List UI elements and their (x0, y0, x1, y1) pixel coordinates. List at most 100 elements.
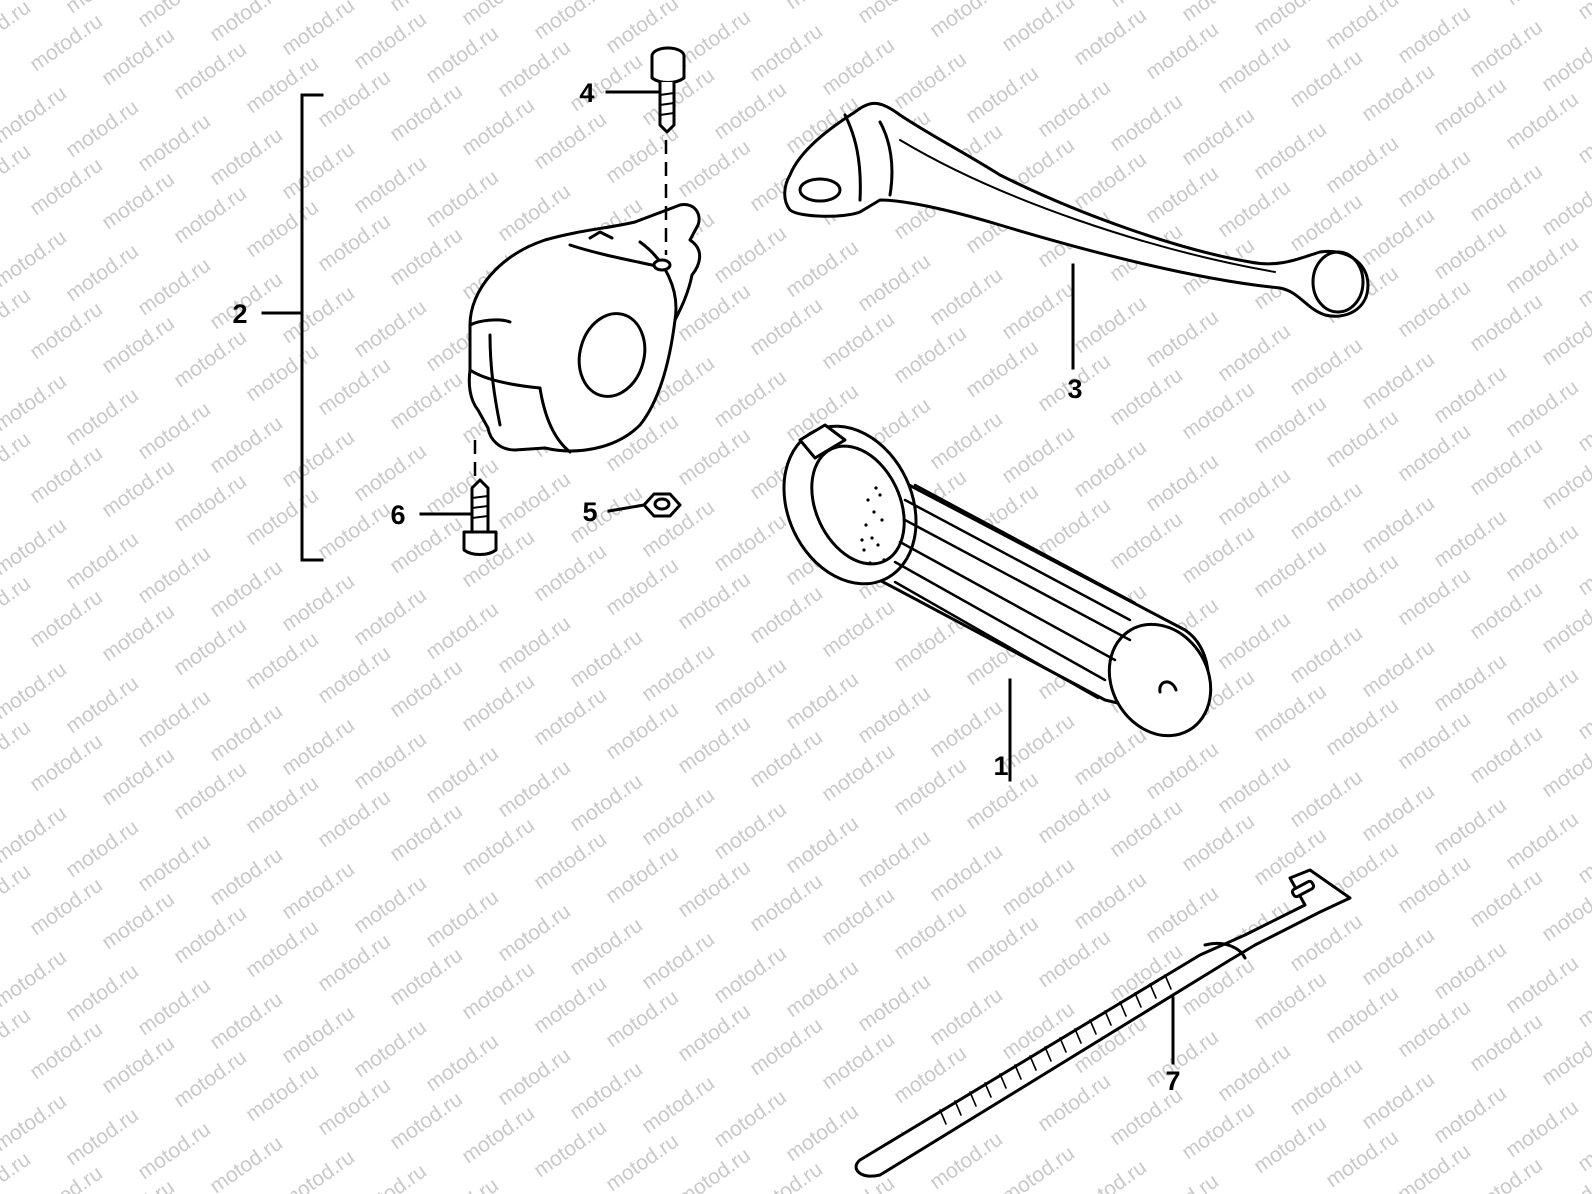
watermark-text: motod.ru (0, 860, 35, 926)
watermark-text: motod.ru (278, 714, 359, 780)
watermark-text: motod.ru (638, 640, 719, 706)
watermark-text: motod.ru (134, 974, 215, 1040)
watermark-text: motod.ru (998, 854, 1079, 920)
watermark-text: motod.ru (1070, 148, 1151, 214)
watermark-text: motod.ru (1466, 16, 1547, 82)
watermark-text: motod.ru (1214, 752, 1295, 818)
watermark-text: motod.ru (962, 62, 1043, 128)
watermark-text: motod.ru (1394, 1140, 1475, 1194)
watermark-text: motod.ru (638, 1072, 719, 1138)
callout-6: 6 (390, 500, 405, 530)
watermark-text: motod.ru (1142, 1026, 1223, 1092)
watermark-text: motod.ru (926, 408, 1007, 474)
watermark-text: motod.ru (1250, 968, 1331, 1034)
watermark-text: motod.ru (1538, 592, 1592, 658)
watermark-text: motod.ru (98, 312, 179, 378)
watermark-text: motod.ru (134, 830, 215, 896)
watermark-text: motod.ru (926, 264, 1007, 330)
watermark-text: motod.ru (0, 802, 71, 868)
watermark-text: motod.ru (566, 482, 647, 548)
watermark-text: motod.ru (0, 514, 71, 580)
watermark-text: motod.ru (710, 1086, 791, 1152)
watermark-text: motod.ru (134, 0, 215, 32)
watermark-text: motod.ru (890, 322, 971, 388)
watermark-text: motod.ru (854, 0, 935, 28)
watermark-text: motod.ru (1430, 650, 1511, 716)
watermark-text: motod.ru (1394, 852, 1475, 918)
watermark-text: motod.ru (494, 1044, 575, 1110)
watermark-text: motod.ru (170, 470, 251, 536)
watermark-text: motod.ru (0, 0, 35, 62)
watermark-text: motod.ru (1322, 1126, 1403, 1192)
watermark-text: motod.ru (1250, 118, 1331, 184)
watermark-text: motod.ru (530, 1116, 611, 1182)
watermark-text: motod.ru (566, 626, 647, 692)
watermark-text: motod.ru (1574, 678, 1592, 744)
watermark-text: motod.ru (530, 540, 611, 606)
watermark-text: motod.ru (206, 844, 287, 910)
watermark-text: motod.ru (386, 80, 467, 146)
watermark-text: motod.ru (278, 138, 359, 204)
watermark-text: motod.ru (1538, 174, 1592, 240)
watermark-text: motod.ru (674, 568, 755, 634)
watermark-text: motod.ru (1214, 320, 1295, 386)
watermark-text: motod.ru (1070, 292, 1151, 358)
watermark-text: motod.ru (458, 958, 539, 1024)
watermark-text: motod.ru (0, 1090, 71, 1156)
watermark-text: motod.ru (1322, 0, 1403, 54)
watermark-text: motod.ru (62, 816, 143, 882)
watermark-text: motod.ru (242, 340, 323, 406)
watermark-text: motod.ru (890, 48, 971, 114)
watermark-text: motod.ru (494, 36, 575, 102)
watermark-text: motod.ru (26, 730, 107, 796)
watermark-text: motod.ru (818, 34, 899, 100)
watermark-text: motod.ru (1394, 564, 1475, 630)
watermark-text: motod.ru (1358, 636, 1439, 702)
watermark-text: motod.ru (350, 440, 431, 506)
watermark-text: motod.ru (422, 22, 503, 88)
watermark-text: motod.ru (386, 944, 467, 1010)
watermark-text: motod.ru (1538, 736, 1592, 802)
watermark-text: motod.ru (170, 614, 251, 680)
watermark-text: motod.ru (1214, 1040, 1295, 1106)
watermark-text: motod.ru (782, 956, 863, 1022)
watermark-text: motod.ru (242, 196, 323, 262)
watermark-text: motod.ru (1502, 376, 1583, 442)
watermark-text: motod.ru (674, 712, 755, 778)
watermark-text: motod.ru (1430, 938, 1511, 1004)
watermark-text: motod.ru (494, 756, 575, 822)
watermark-text: motod.ru (1466, 434, 1547, 500)
watermark-text: motod.ru (98, 1176, 179, 1194)
watermark-text: motod.ru (1502, 952, 1583, 1018)
watermark-text: motod.ru (1106, 796, 1187, 862)
watermark-text: motod.ru (1574, 1110, 1592, 1176)
watermark-text: motod.ru (1574, 246, 1592, 312)
watermark-text: motod.ru (314, 354, 395, 420)
watermark-text: motod.ru (1070, 1156, 1151, 1194)
watermark-text: motod.ru (818, 596, 899, 662)
watermark-text: motod.ru (206, 0, 287, 46)
watermark-text: motod.ru (854, 826, 935, 892)
watermark-text: motod.ru (1574, 0, 1592, 24)
watermark-text: motod.ru (602, 698, 683, 764)
watermark-text: motod.ru (0, 226, 71, 292)
watermark-text: motod.ru (1142, 162, 1223, 228)
watermark-text: motod.ru (242, 916, 323, 982)
watermark-text: motod.ru (782, 1100, 863, 1166)
watermark-text: motod.ru (350, 152, 431, 218)
watermark-text: motod.ru (1178, 0, 1259, 26)
watermark-text: motod.ru (26, 442, 107, 508)
watermark-text: motod.ru (1574, 534, 1592, 600)
watermark-text: motod.ru (1358, 204, 1439, 270)
watermark-text: motod.ru (1286, 622, 1367, 688)
watermark-text: motod.ru (170, 902, 251, 968)
watermark-text: motod.ru (1574, 102, 1592, 168)
watermark-text: motod.ru (602, 1130, 683, 1194)
watermark-text: motod.ru (1574, 966, 1592, 1032)
watermark-text: motod.ru (134, 542, 215, 608)
watermark-text: motod.ru (386, 0, 467, 16)
watermark-text: motod.ru (314, 786, 395, 852)
watermark-text: motod.ru (422, 1174, 503, 1194)
watermark-text: motod.ru (26, 874, 107, 940)
watermark-text: motod.ru (134, 686, 215, 752)
